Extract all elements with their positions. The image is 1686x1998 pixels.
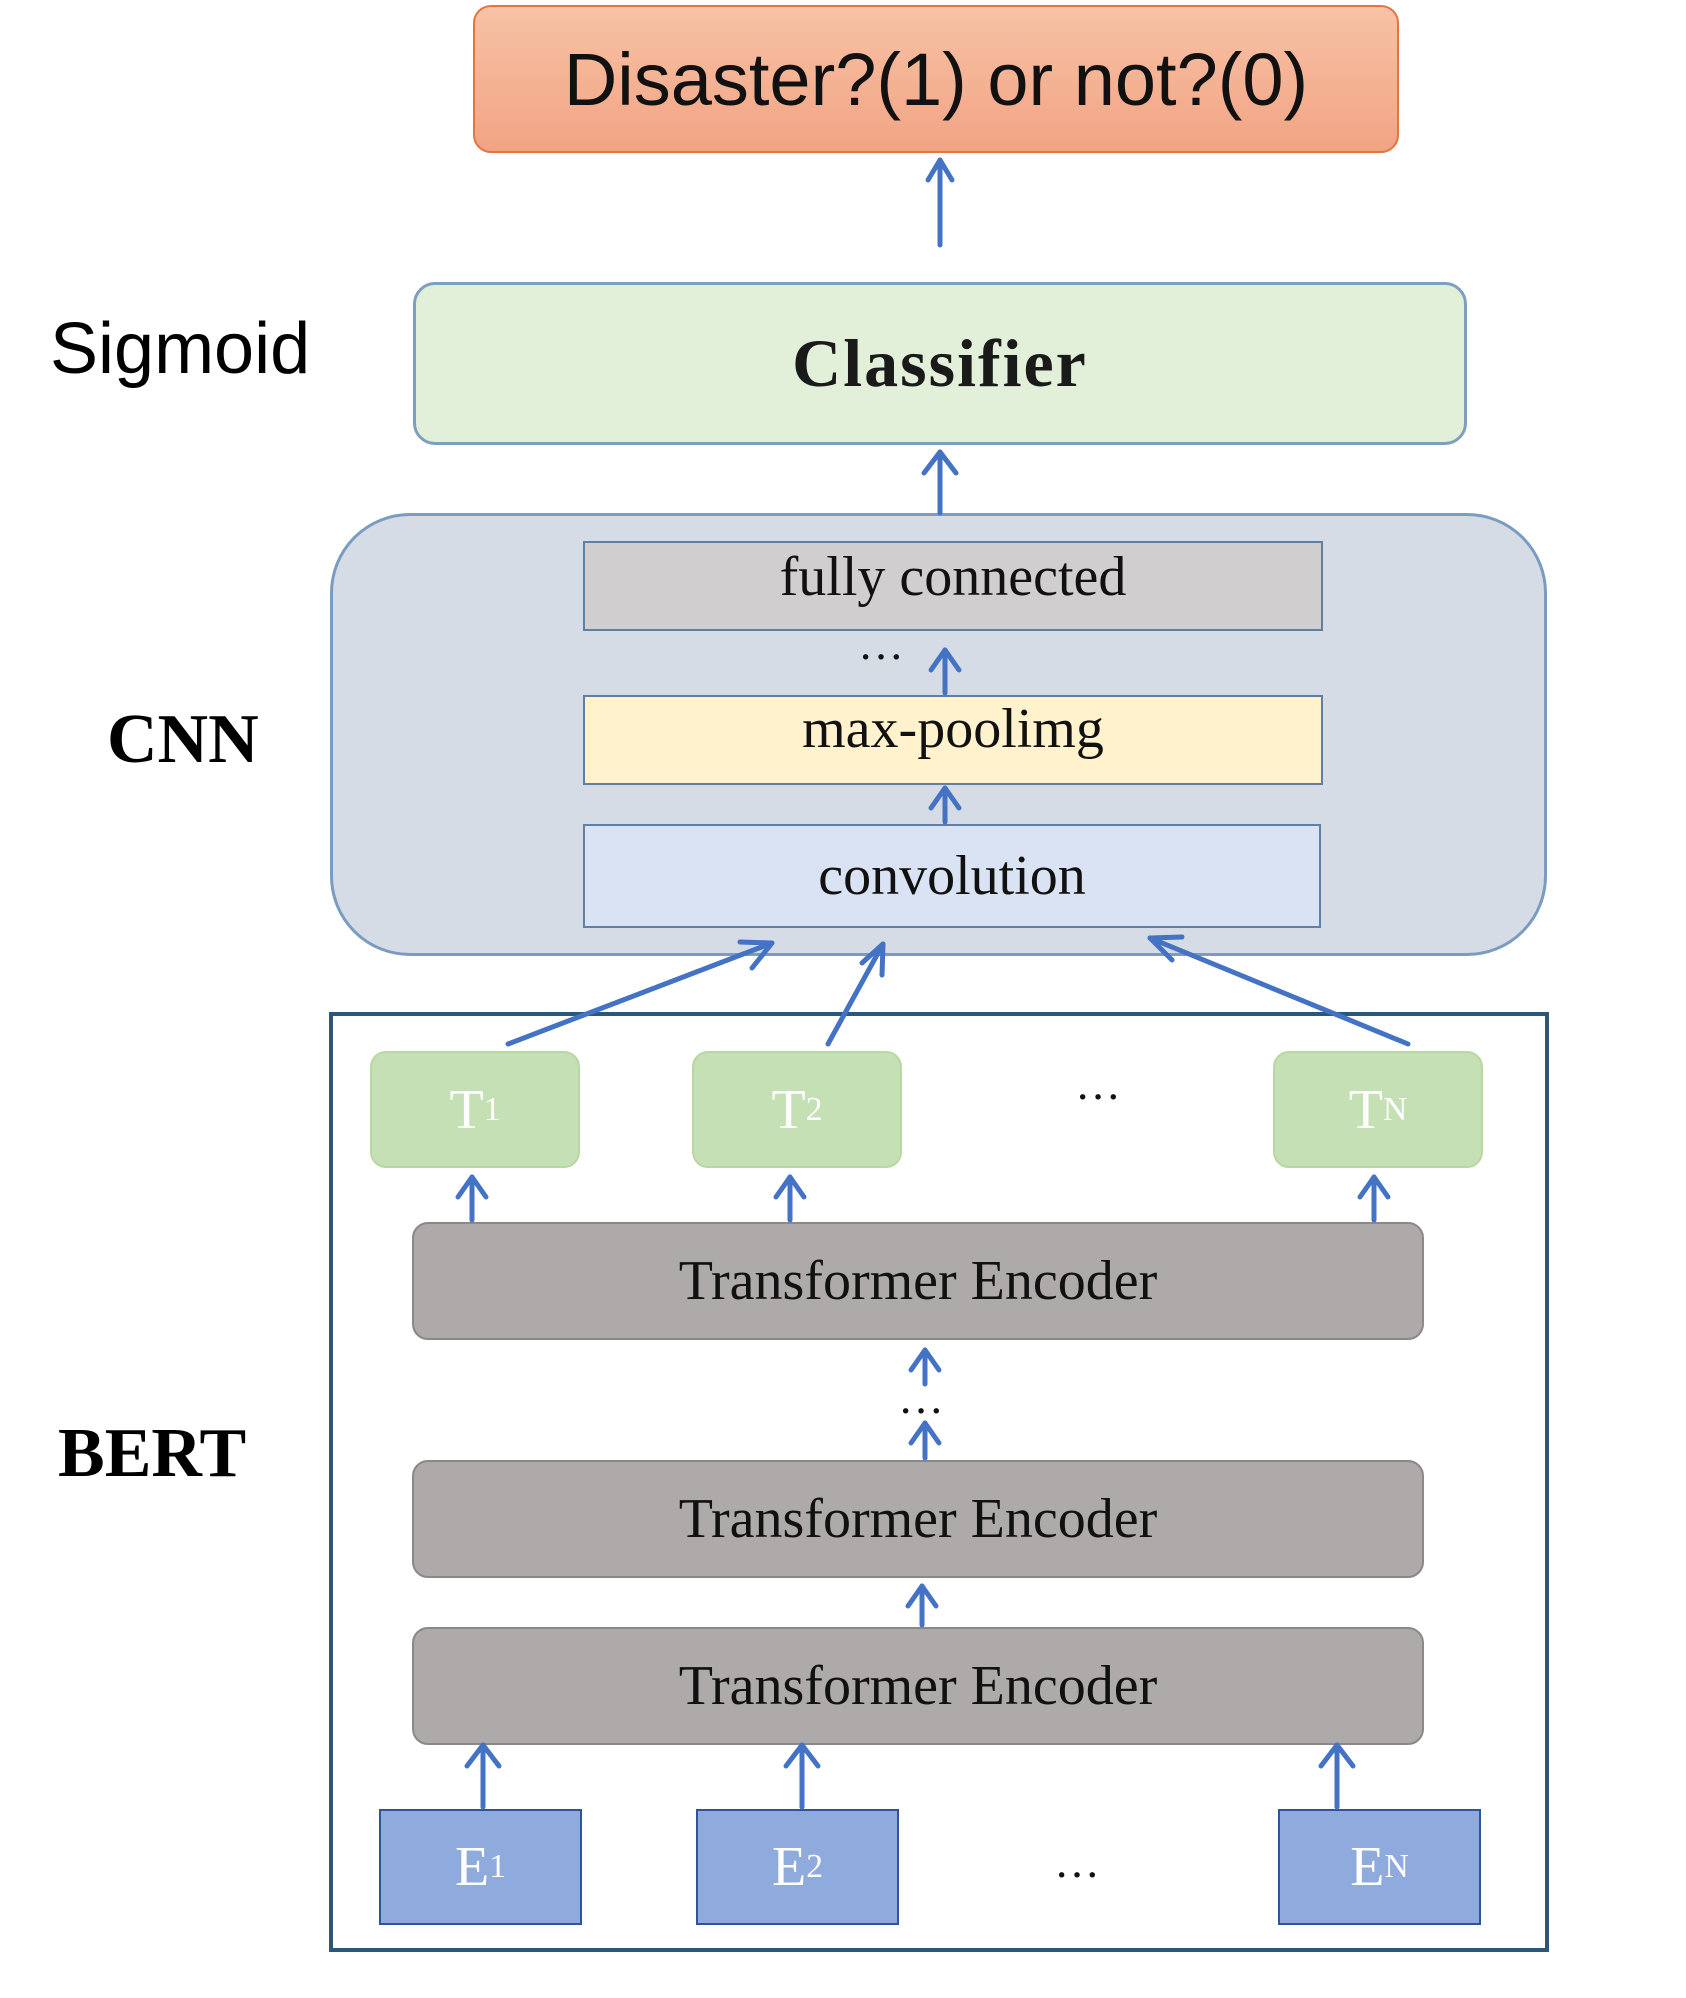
token-output-subscript: N	[1382, 1090, 1408, 1128]
sigmoid-label: Sigmoid	[50, 309, 311, 389]
arrow-middle-encoder-to-dots	[908, 1420, 942, 1461]
arrow-encoder-to-t1	[455, 1174, 489, 1223]
token-output-subscript: 2	[805, 1090, 823, 1128]
classifier-box: Classifier	[413, 282, 1467, 445]
max-pooling-label: max-poolimg	[802, 698, 1104, 760]
arrow-classifier-to-output	[925, 157, 955, 248]
convolution-layer: convolution	[583, 824, 1321, 928]
transformer-encoder-top: Transformer Encoder	[412, 1222, 1424, 1340]
transformer-encoder-label: Transformer Encoder	[678, 1488, 1158, 1550]
cnn-label: CNN	[107, 701, 259, 778]
output-label: Disaster?(1) or not?(0)	[563, 37, 1309, 121]
token-output-subscript: 1	[483, 1090, 501, 1128]
fully-connected-layer: fully connected	[583, 541, 1323, 631]
max-pooling-layer: max-poolimg	[583, 695, 1323, 785]
embedding-subscript: 1	[489, 1848, 506, 1885]
embedding-subscript: 2	[806, 1848, 823, 1885]
token-output-letter: T	[449, 1078, 484, 1141]
arrow-t2-to-cnn	[825, 941, 886, 1047]
arrow-dots-to-top-encoder	[908, 1347, 942, 1387]
transformer-encoder-label: Transformer Encoder	[678, 1250, 1158, 1312]
output-box: Disaster?(1) or not?(0)	[473, 5, 1399, 153]
embedding-letter: E	[454, 1836, 490, 1898]
embeddings-ellipsis: ···	[1054, 1849, 1100, 1900]
arrow-e1-to-encoder	[464, 1742, 502, 1810]
convolution-label: convolution	[818, 845, 1086, 907]
cnn-layers-ellipsis: ···	[858, 631, 904, 682]
arrow-e2-to-encoder	[783, 1742, 821, 1810]
token-output-letter: T	[771, 1078, 806, 1141]
token-outputs-ellipsis: ···	[1075, 1071, 1121, 1122]
transformer-encoder-middle: Transformer Encoder	[412, 1460, 1424, 1578]
arrow-encoder-to-t2	[773, 1174, 807, 1223]
arrow-cnn-to-classifier	[921, 449, 959, 516]
arrow-encoder-to-tn	[1357, 1174, 1391, 1223]
arrow-tn-to-cnn	[1147, 934, 1411, 1047]
token-output-letter: T	[1348, 1078, 1383, 1141]
arrow-pooling-to-fc	[928, 647, 962, 696]
embedding-letter: E	[771, 1836, 807, 1898]
embedding-subscript: N	[1384, 1848, 1409, 1885]
classifier-title: Classifier	[792, 325, 1088, 401]
bert-label: BERT	[58, 1415, 247, 1492]
fully-connected-label: fully connected	[779, 546, 1127, 608]
transformer-encoder-label: Transformer Encoder	[678, 1655, 1158, 1717]
arrow-t1-to-cnn	[505, 939, 775, 1047]
embedding-letter: E	[1350, 1836, 1385, 1898]
transformer-encoder-bottom: Transformer Encoder	[412, 1627, 1424, 1745]
arrow-conv-to-pooling	[928, 785, 962, 825]
arrow-en-to-encoder	[1318, 1742, 1356, 1810]
arrow-bottom-to-middle-encoder	[905, 1583, 939, 1628]
